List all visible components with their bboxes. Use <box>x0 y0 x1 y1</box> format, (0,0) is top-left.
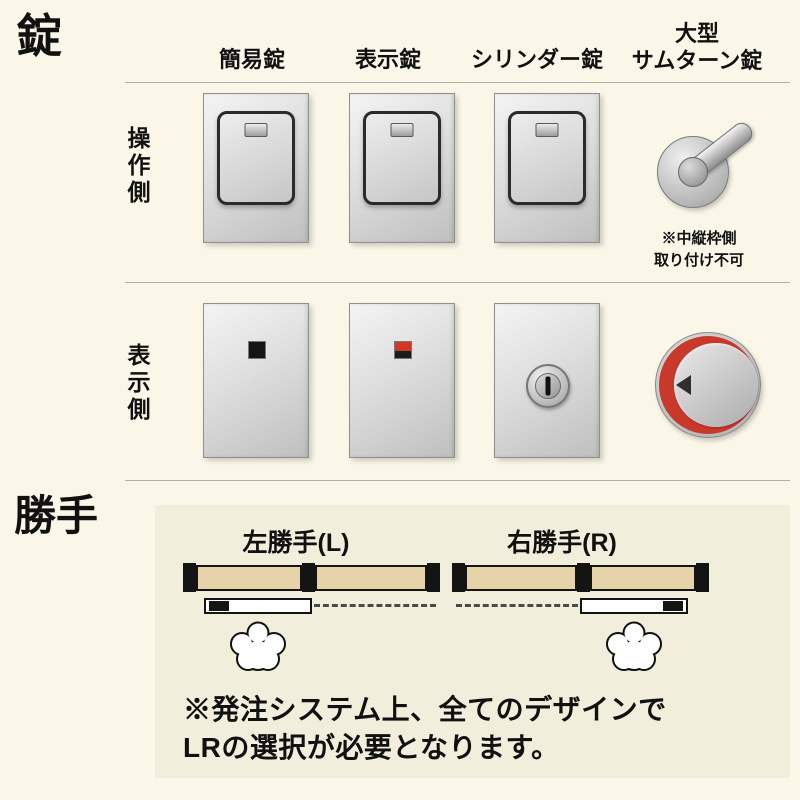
lock-position-mark <box>209 601 229 611</box>
ordering-note-line2: LRの選択が必要となります。 <box>183 732 560 763</box>
large-thumbturn-indicator-disc <box>655 332 761 438</box>
disc-inner-face <box>674 343 758 427</box>
wall-end-cap <box>427 563 440 592</box>
wall-end-cap <box>183 563 196 592</box>
flip-lever-panel <box>217 111 295 205</box>
column-header-cylinder-lock: シリンダー錠 <box>470 47 604 72</box>
thumbturn-note-line2: 取り付け不可 <box>653 252 745 269</box>
lock-position-mark <box>663 601 683 611</box>
grip-tab <box>390 123 414 137</box>
column-header-large-thumbturn-lock: 大型 サムターン錠 <box>632 20 762 74</box>
column-header-large-thumbturn-line2: サムターン錠 <box>631 48 763 73</box>
hand-mark-icon <box>606 621 662 671</box>
wall-end-cap <box>577 563 590 592</box>
indicator-window-red <box>394 341 412 359</box>
cylinder-lock-operation-plate <box>494 93 600 243</box>
column-header-indicator-lock: 表示錠 <box>354 47 422 72</box>
hand-section-title: 勝手 <box>14 492 99 539</box>
indicator-lock-operation-plate <box>349 93 455 243</box>
cylinder-keyhole <box>526 364 570 408</box>
turn-notch-icon <box>676 375 691 395</box>
flip-lever-panel <box>363 111 441 205</box>
door-travel-dashed-line <box>456 604 578 607</box>
divider-middle <box>125 282 790 283</box>
wall-end-cap <box>302 563 315 592</box>
indicator-window-black <box>248 341 266 359</box>
cylinder-lock-indicator-plate <box>494 303 600 458</box>
row-label-operation-side: 操作側 <box>124 126 150 207</box>
sliding-door-left-hand <box>204 598 312 614</box>
grip-tab <box>244 123 268 137</box>
simple-lock-operation-plate <box>203 93 309 243</box>
thumbturn-note-line1: ※中縦枠側 <box>661 230 737 247</box>
wall-end-cap <box>452 563 465 592</box>
wall-segment <box>465 565 577 591</box>
sliding-door-right-hand <box>580 598 688 614</box>
door-travel-dashed-line <box>314 604 436 607</box>
indicator-lock-indicator-plate <box>349 303 455 458</box>
wall-segment <box>315 565 427 591</box>
left-hand-label: 左勝手(L) <box>242 529 350 557</box>
divider-bottom <box>125 480 790 481</box>
keyway-slot <box>545 376 551 396</box>
grip-tab <box>535 123 559 137</box>
right-hand-label: 右勝手(R) <box>507 529 617 557</box>
column-header-large-thumbturn-line1: 大型 <box>674 21 719 46</box>
divider-top <box>125 82 790 83</box>
thumbturn-hub <box>678 157 708 187</box>
simple-lock-indicator-plate <box>203 303 309 458</box>
wall-segment <box>590 565 696 591</box>
flip-lever-panel <box>508 111 586 205</box>
wall-segment <box>196 565 302 591</box>
hand-mark-icon <box>230 621 286 671</box>
ordering-note-line1: ※発注システム上、全てのデザインで <box>183 694 667 725</box>
wall-end-cap <box>696 563 709 592</box>
lock-section-title: 錠 <box>16 10 62 62</box>
row-label-indicator-side: 表示側 <box>124 343 150 424</box>
column-header-simple-lock: 簡易錠 <box>218 47 286 72</box>
